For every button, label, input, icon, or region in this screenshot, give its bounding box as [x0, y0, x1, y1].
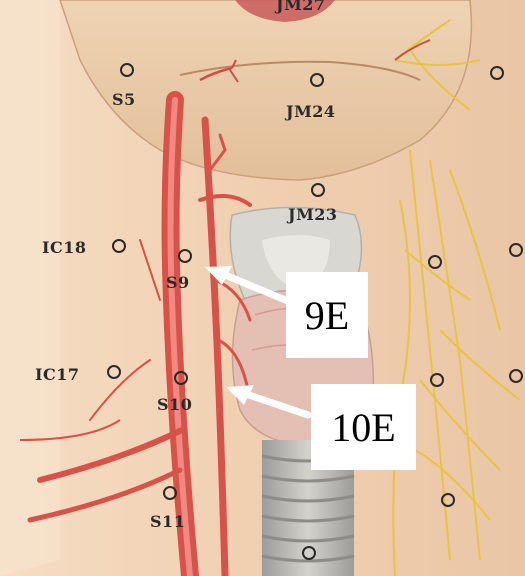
- label-s10: S10: [157, 395, 192, 414]
- label-ic18: IC18: [42, 238, 86, 257]
- label-ic17: IC17: [35, 365, 79, 384]
- label-s11: S11: [150, 512, 185, 531]
- callout-9e: 9E: [286, 272, 368, 358]
- label-jm23: JM23: [288, 205, 338, 224]
- label-s9: S9: [166, 273, 190, 292]
- callout-10e: 10E: [311, 384, 416, 470]
- label-jm27: JM27: [276, 0, 326, 14]
- label-s5: S5: [112, 90, 136, 109]
- left-shoulder-shade: [0, 0, 60, 576]
- label-jm24: JM24: [286, 102, 336, 121]
